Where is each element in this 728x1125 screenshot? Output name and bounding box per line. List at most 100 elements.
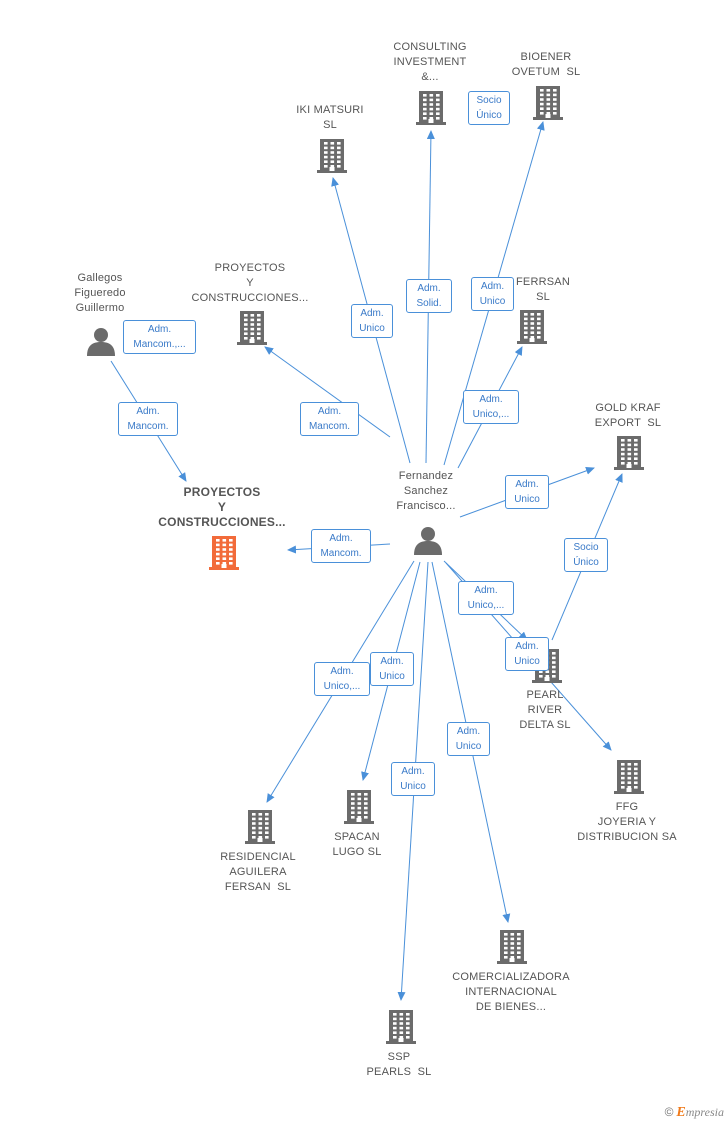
- relation-badge-line: Mancom.: [308, 421, 351, 432]
- relation-badge-line: Adm.: [330, 666, 354, 677]
- building-icon[interactable]: [415, 90, 447, 131]
- building-icon[interactable]: [613, 759, 645, 800]
- building-icon[interactable]: [385, 1009, 417, 1050]
- person-icon[interactable]: [85, 325, 117, 362]
- label-line: CONSTRUCCIONES...: [191, 292, 309, 304]
- label-line: Fernandez: [398, 470, 454, 482]
- relation-badge-line: Adm.: [401, 766, 425, 777]
- node-label-consulting: CONSULTING INVESTMENT &...: [393, 40, 466, 85]
- label-line: Guillermo: [75, 302, 125, 314]
- relation-badge-line: Unico: [379, 671, 405, 682]
- label-line: DELTA SL: [519, 719, 571, 731]
- label-line: FERRSAN: [516, 276, 570, 288]
- relation-badge-line: Adm.: [456, 726, 481, 737]
- relation-badge[interactable]: Adm.Unico: [505, 637, 549, 671]
- label-line: PROYECTOS: [183, 485, 261, 499]
- relation-badge[interactable]: Adm. Unico: [447, 722, 490, 756]
- building-icon[interactable]: [343, 789, 375, 830]
- relation-badge[interactable]: Adm. Unico,...: [463, 390, 519, 424]
- label-line: SL: [536, 291, 550, 303]
- building-icon[interactable]: [236, 310, 268, 351]
- relation-badge-line: Adm.: [480, 281, 505, 292]
- relation-badge-line: Unico: [400, 781, 426, 792]
- label-line: SPACAN: [334, 831, 380, 843]
- label-line: PROYECTOS: [214, 262, 286, 274]
- label-line: INVESTMENT: [393, 56, 467, 68]
- relation-badge-line: Adm.: [380, 656, 404, 667]
- building-icon[interactable]: [532, 85, 564, 126]
- building-icon[interactable]: [613, 435, 645, 476]
- relation-badge-line: Socio: [573, 542, 599, 553]
- label-line: &...: [421, 71, 439, 83]
- label-line: OVETUM SL: [511, 66, 581, 78]
- relation-badge[interactable]: Adm. Unico: [351, 304, 393, 338]
- relation-badge-line: Adm.: [329, 533, 353, 544]
- label-line: LUGO SL: [332, 846, 382, 858]
- relation-badge-line: Adm.: [360, 308, 384, 319]
- relation-badge-line: Unico: [455, 741, 482, 752]
- relation-badge-line: Adm.: [136, 406, 160, 417]
- building-icon[interactable]: [316, 138, 348, 179]
- label-line: RESIDENCIAL: [220, 851, 296, 863]
- relation-badge-line: Unico: [514, 656, 540, 667]
- label-line: PEARLS SL: [366, 1066, 432, 1078]
- label-line: Figueredo: [74, 287, 126, 299]
- relation-badge-line: Unico: [479, 296, 506, 307]
- relation-badge[interactable]: Adm. Mancom.: [311, 529, 371, 563]
- building-icon[interactable]: [244, 809, 276, 850]
- relation-badge-line: Adm.: [317, 406, 342, 417]
- label-line: JOYERIA Y: [597, 816, 657, 828]
- label-line: SL: [323, 119, 337, 131]
- node-label-ssp: SSP PEARLS SL: [367, 1050, 432, 1080]
- relation-badge[interactable]: Adm.Unico: [505, 475, 549, 509]
- label-line: GOLD KRAF: [595, 402, 661, 414]
- relation-badge-line: Unico,...: [467, 600, 505, 611]
- empresia-logo: © Empresia: [664, 1105, 724, 1120]
- label-line: COMERCIALIZADORA: [452, 971, 570, 983]
- relation-badge-line: Mancom.: [320, 548, 362, 559]
- label-line: Sanchez: [403, 485, 449, 497]
- relation-badge-line: Unico: [359, 323, 385, 334]
- node-label-residencial: RESIDENCIAL AGUILERA FERSAN SL: [220, 850, 296, 895]
- label-line: RIVER: [527, 704, 563, 716]
- building-icon[interactable]: [496, 929, 528, 970]
- relation-badge-line: Único: [573, 557, 599, 568]
- relation-badge-line: Adm.: [479, 394, 503, 405]
- relation-badge[interactable]: Adm.Mancom.,...: [123, 320, 196, 354]
- node-label-ferrsan: FERRSAN SL: [516, 275, 570, 305]
- label-line: EXPORT SL: [594, 417, 662, 429]
- label-line: CONSULTING: [393, 41, 467, 53]
- building-icon[interactable]: [208, 535, 240, 576]
- relation-badge[interactable]: Adm.Mancom.: [118, 402, 178, 436]
- label-line: SSP: [387, 1051, 411, 1063]
- label-line: Y: [246, 277, 254, 289]
- node-label-goldkraf: GOLD KRAF EXPORT SL: [595, 401, 661, 431]
- relation-badge[interactable]: Adm. Unico,...: [458, 581, 514, 615]
- node-label-ffg: FFG JOYERIA Y DISTRIBUCION SA: [577, 800, 677, 845]
- node-label-spacan: SPACAN LUGO SL: [332, 830, 381, 860]
- relation-badge-line: Adm.: [474, 585, 498, 596]
- relation-badge[interactable]: Adm. Mancom.: [300, 402, 359, 436]
- person-icon[interactable]: [412, 524, 444, 561]
- relation-badge[interactable]: Adm.Unico,...: [314, 662, 370, 696]
- relation-badge-line: Adm.: [515, 479, 539, 490]
- label-line: AGUILERA: [229, 866, 287, 878]
- relation-badge[interactable]: Adm. Unico: [370, 652, 414, 686]
- relation-badge[interactable]: Adm. Unico: [391, 762, 435, 796]
- building-icon[interactable]: [516, 309, 548, 350]
- relation-badge[interactable]: Adm.Solid.: [406, 279, 452, 313]
- label-line: FFG: [615, 801, 639, 813]
- label-line: INTERNACIONAL: [465, 986, 557, 998]
- label-line: PEARL: [526, 689, 564, 701]
- relation-badge-line: Unico,...: [472, 409, 510, 420]
- label-line: Francisco...: [396, 500, 456, 512]
- label-line: DISTRIBUCION SA: [577, 831, 677, 843]
- label-line: FERSAN SL: [224, 881, 292, 893]
- relation-badge[interactable]: Adm. Unico: [471, 277, 514, 311]
